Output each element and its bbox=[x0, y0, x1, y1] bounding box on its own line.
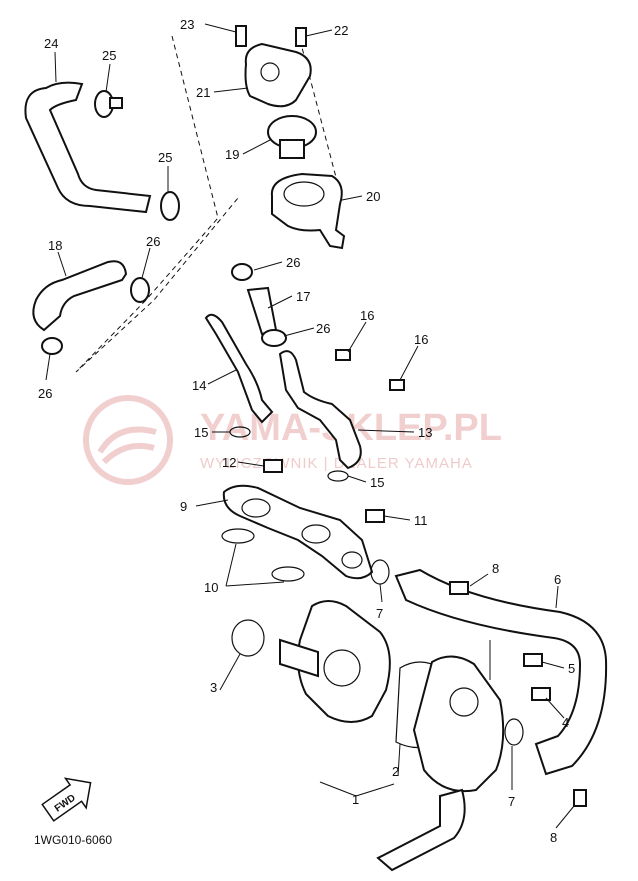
callout-26-b: 26 bbox=[38, 386, 52, 401]
thermostat-housing-20 bbox=[270, 172, 346, 250]
assembly-frame-upper bbox=[75, 35, 339, 373]
watermark-subtitle: WYLICZOWNIK | DEALER YAMAHA bbox=[200, 455, 473, 472]
callout-7-upper: 7 bbox=[376, 606, 383, 621]
callout-17: 17 bbox=[296, 289, 310, 304]
bolt-16-right bbox=[389, 379, 405, 391]
clamp-25-upper-screw bbox=[109, 97, 123, 109]
bolt-8-upper bbox=[449, 581, 469, 595]
clamp-25-lower bbox=[160, 191, 180, 221]
callout-15-left: 15 bbox=[194, 425, 208, 440]
o-ring-3 bbox=[231, 619, 265, 657]
outlet-pipe bbox=[376, 788, 466, 872]
fwd-arrow-icon: FWD bbox=[41, 777, 92, 822]
watermark: YAMA-SKLEP.PL WYLICZOWNIK | DEALER YAMAH… bbox=[83, 395, 502, 485]
clamp-26-upper bbox=[130, 277, 150, 303]
callout-8-lower: 8 bbox=[550, 830, 557, 845]
water-pump-body-1 bbox=[297, 600, 391, 723]
callout-13: 13 bbox=[418, 425, 432, 440]
watermark-logo-icon bbox=[83, 395, 173, 485]
callout-5: 5 bbox=[568, 661, 575, 676]
o-ring-10-right bbox=[271, 566, 305, 582]
clamp-26-top bbox=[231, 263, 253, 281]
callout-7-lower: 7 bbox=[508, 794, 515, 809]
bolt-23 bbox=[235, 25, 247, 47]
pipe-17 bbox=[246, 286, 278, 336]
leader-lines bbox=[45, 23, 575, 829]
impeller-shaft bbox=[279, 638, 319, 678]
callout-26-a: 26 bbox=[146, 234, 160, 249]
callout-8-upper: 8 bbox=[492, 561, 499, 576]
bolt-5 bbox=[523, 653, 543, 667]
o-ring-7-upper bbox=[370, 559, 390, 585]
hose-24 bbox=[24, 81, 152, 214]
callout-3: 3 bbox=[210, 680, 217, 695]
callouts: 23 22 21 19 20 24 25 25 26 18 26 26 17 2… bbox=[38, 17, 575, 845]
callout-6: 6 bbox=[554, 572, 561, 587]
callout-19: 19 bbox=[225, 147, 239, 162]
pipe-13 bbox=[278, 350, 362, 470]
callout-10: 10 bbox=[204, 580, 218, 595]
o-ring-7-lower bbox=[504, 718, 524, 746]
callout-16-right: 16 bbox=[414, 332, 428, 347]
callout-14: 14 bbox=[192, 378, 206, 393]
callout-9: 9 bbox=[180, 499, 187, 514]
callout-18: 18 bbox=[48, 238, 62, 253]
water-pipe-manifold-9 bbox=[222, 484, 374, 580]
callout-1: 1 bbox=[352, 792, 359, 807]
bolt-4 bbox=[531, 687, 551, 701]
callout-2: 2 bbox=[392, 764, 399, 779]
bolt-12 bbox=[263, 459, 283, 473]
callout-22: 22 bbox=[334, 23, 348, 38]
hose-18 bbox=[32, 260, 128, 332]
callout-4: 4 bbox=[562, 715, 569, 730]
callout-24: 24 bbox=[44, 36, 58, 51]
pump-housing-cover bbox=[412, 655, 505, 792]
clamp-26-left bbox=[41, 337, 63, 355]
o-ring-10-left bbox=[221, 528, 255, 544]
pipe-14 bbox=[204, 313, 274, 424]
callout-26-d: 26 bbox=[316, 321, 330, 336]
callout-16-left: 16 bbox=[360, 308, 374, 323]
water-hose-6 bbox=[394, 568, 608, 776]
callout-21: 21 bbox=[196, 85, 210, 100]
callout-15-right: 15 bbox=[370, 475, 384, 490]
bolt-11 bbox=[365, 509, 385, 523]
callout-20: 20 bbox=[366, 189, 380, 204]
callout-11: 11 bbox=[414, 513, 428, 528]
callout-26-c: 26 bbox=[286, 255, 300, 270]
callout-25-upper: 25 bbox=[102, 48, 116, 63]
bolt-8-lower bbox=[573, 789, 587, 807]
callout-12: 12 bbox=[222, 455, 236, 470]
clamp-26-pipe bbox=[261, 329, 287, 347]
callout-23: 23 bbox=[180, 17, 194, 32]
bolt-16-left bbox=[335, 349, 351, 361]
callout-25-lower: 25 bbox=[158, 150, 172, 165]
diagram-code: 1WG010-6060 bbox=[34, 833, 112, 847]
bolt-22 bbox=[295, 27, 307, 47]
o-ring-15-right bbox=[327, 470, 349, 482]
